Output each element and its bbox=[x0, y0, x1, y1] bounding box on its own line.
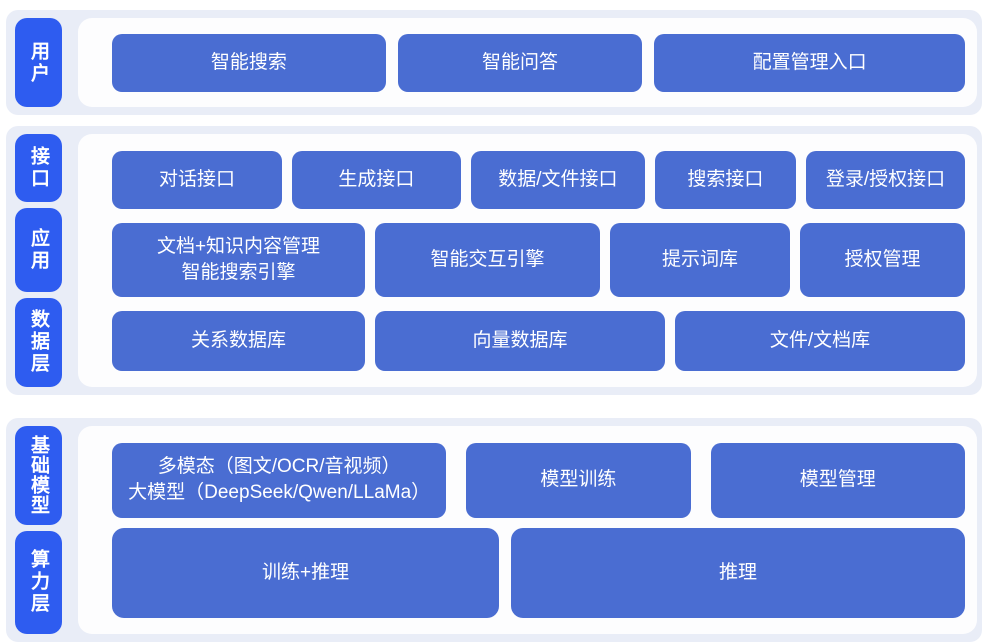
layer-label-foundation-model: 基础模型 bbox=[15, 426, 62, 525]
section-api-app-data-layers: 接口 应用 数据层 对话接口 生成接口 数据/文件接口 搜索接口 登录/授权接口 bbox=[6, 126, 982, 395]
auth-management-block: 授权管理 bbox=[800, 222, 965, 297]
interaction-engine-block: 智能交互引擎 bbox=[375, 222, 600, 297]
block-label: 智能交互引擎 bbox=[430, 248, 545, 270]
vector-db-block: 向量数据库 bbox=[375, 310, 665, 371]
config-admin-entry-block: 配置管理入口 bbox=[654, 33, 965, 92]
section-user-layer: 用户 智能搜索 智能问答 配置管理入口 bbox=[6, 10, 982, 115]
block-label: 推理 bbox=[719, 561, 758, 583]
application-layer-row: 文档+知识内容管理 智能搜索引擎 智能交互引擎 提示词库 授权管理 bbox=[112, 222, 965, 297]
block-label: 数据/文件接口 bbox=[498, 168, 618, 190]
block-label: 训练+推理 bbox=[261, 561, 350, 583]
block-label: 登录/授权接口 bbox=[825, 168, 946, 190]
api-app-data-label-column: 接口 应用 数据层 bbox=[15, 134, 62, 388]
block-label: 模型管理 bbox=[799, 469, 876, 490]
block-label-line2: 大模型（DeepSeek/Qwen/LLaMa） bbox=[128, 482, 431, 503]
api-layer-row: 对话接口 生成接口 数据/文件接口 搜索接口 登录/授权接口 bbox=[112, 150, 965, 209]
smart-qa-block: 智能问答 bbox=[397, 33, 643, 92]
block-label: 智能问答 bbox=[481, 51, 558, 73]
layer-label-compute: 算力层 bbox=[15, 530, 62, 634]
inference-block: 推理 bbox=[511, 527, 965, 618]
block-label: 授权管理 bbox=[844, 248, 921, 270]
block-label: 智能搜索 bbox=[210, 51, 287, 73]
block-label: 生成接口 bbox=[338, 168, 415, 190]
api-app-data-panel: 对话接口 生成接口 数据/文件接口 搜索接口 登录/授权接口 文档+知识内容管理 bbox=[78, 134, 977, 387]
layer-label-api: 接口 bbox=[15, 134, 62, 203]
multimodal-llm-block: 多模态（图文/OCR/音视频） 大模型（DeepSeek/Qwen/LLaMa） bbox=[112, 442, 447, 518]
block-label-line1: 文档+知识内容管理 bbox=[156, 235, 321, 257]
model-compute-panel: 多模态（图文/OCR/音视频） 大模型（DeepSeek/Qwen/LLaMa）… bbox=[78, 426, 977, 634]
block-label: 配置管理入口 bbox=[752, 51, 867, 73]
layer-label-user: 用户 bbox=[15, 18, 62, 107]
block-label-line2: 智能搜索引擎 bbox=[181, 261, 296, 283]
compute-layer-row: 训练+推理 推理 bbox=[112, 527, 965, 618]
layer-label-data: 数据层 bbox=[15, 297, 62, 388]
generation-api-block: 生成接口 bbox=[291, 150, 461, 209]
foundation-model-row: 多模态（图文/OCR/音视频） 大模型（DeepSeek/Qwen/LLaMa）… bbox=[112, 442, 965, 518]
block-label: 搜索接口 bbox=[687, 168, 764, 190]
search-api-block: 搜索接口 bbox=[654, 150, 796, 209]
smart-search-block: 智能搜索 bbox=[112, 33, 386, 92]
relational-db-block: 关系数据库 bbox=[112, 310, 365, 371]
user-layer-panel: 智能搜索 智能问答 配置管理入口 bbox=[78, 18, 977, 107]
block-label: 文件/文档库 bbox=[769, 329, 871, 351]
data-file-api-block: 数据/文件接口 bbox=[470, 150, 645, 209]
model-training-block: 模型训练 bbox=[466, 442, 691, 518]
prompt-library-block: 提示词库 bbox=[610, 222, 790, 297]
block-label: 提示词库 bbox=[661, 248, 738, 270]
block-label-line1: 多模态（图文/OCR/音视频） bbox=[157, 456, 401, 477]
model-compute-label-column: 基础模型 算力层 bbox=[15, 426, 62, 634]
block-label: 对话接口 bbox=[158, 168, 235, 190]
user-layer-row: 智能搜索 智能问答 配置管理入口 bbox=[112, 33, 965, 92]
data-layer-row: 关系数据库 向量数据库 文件/文档库 bbox=[112, 310, 965, 371]
block-label: 关系数据库 bbox=[190, 329, 286, 351]
section-model-compute-layers: 基础模型 算力层 多模态（图文/OCR/音视频） 大模型（DeepSeek/Qw… bbox=[6, 418, 982, 642]
layer-label-application: 应用 bbox=[15, 208, 62, 292]
training-inference-block: 训练+推理 bbox=[112, 527, 500, 618]
dialog-api-block: 对话接口 bbox=[112, 150, 282, 209]
user-layer-label-column: 用户 bbox=[15, 18, 62, 107]
login-auth-api-block: 登录/授权接口 bbox=[805, 150, 965, 209]
file-doc-store-block: 文件/文档库 bbox=[675, 310, 965, 371]
block-label: 模型训练 bbox=[540, 469, 617, 490]
model-management-block: 模型管理 bbox=[710, 442, 965, 518]
block-label: 向量数据库 bbox=[472, 329, 568, 351]
doc-knowledge-search-engine-block: 文档+知识内容管理 智能搜索引擎 bbox=[112, 222, 365, 297]
